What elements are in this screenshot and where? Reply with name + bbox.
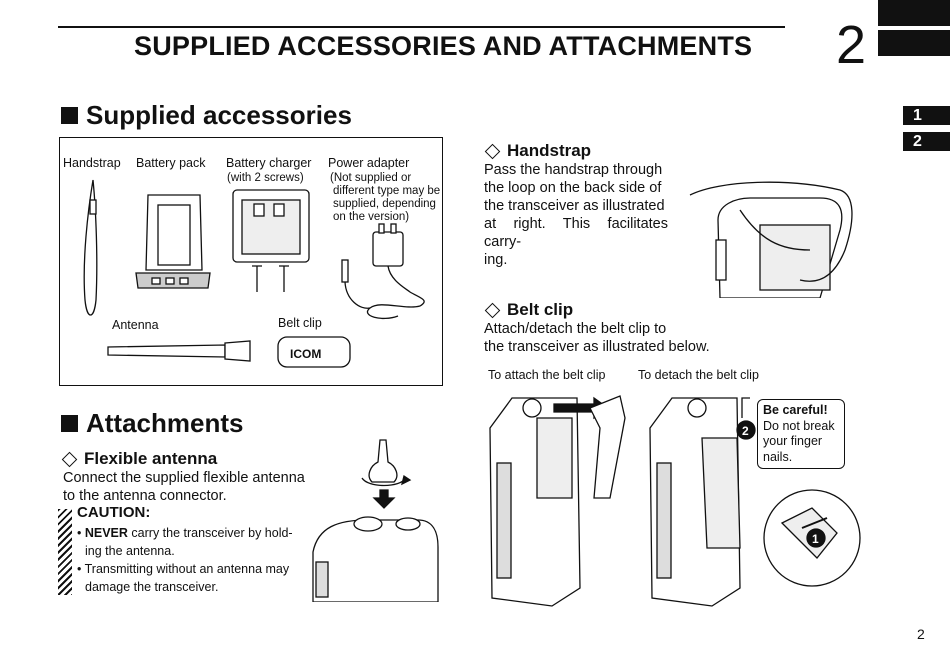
side-tab-2[interactable]: 2 — [903, 132, 950, 151]
chapter-title: SUPPLIED ACCESSORIES AND ATTACHMENTS — [134, 31, 753, 61]
adapter-note-1: (Not supplied or — [330, 172, 412, 184]
side-tab-1[interactable]: 1 — [903, 106, 950, 125]
step-2-marker — [736, 420, 756, 440]
label-power-adapter: Power adapter — [328, 156, 410, 170]
label-handstrap: Handstrap — [63, 156, 121, 170]
square-bullet-icon — [61, 415, 78, 432]
antenna-drawing — [107, 340, 251, 362]
page-number: 2 — [917, 626, 925, 642]
chapter-tab-bar — [878, 30, 950, 56]
svg-text:ICOM: ICOM — [290, 347, 321, 361]
label-belt-clip: Belt clip — [278, 316, 322, 330]
accessories-box — [59, 137, 443, 386]
step-1-marker — [806, 528, 826, 548]
handstrap-heading: Handstrap — [484, 141, 591, 161]
label-battery-charger: Battery charger — [226, 156, 312, 170]
be-careful-note: Be careful! Do not break your finger nai… — [757, 399, 845, 469]
chapter-tab-bar — [878, 0, 950, 26]
flexible-antenna-heading: Flexible antenna — [61, 449, 217, 469]
belt-clip-text: Attach/detach the belt clip to the trans… — [484, 321, 710, 355]
battery-pack-drawing — [135, 194, 211, 289]
flexible-antenna-illustration — [312, 439, 439, 602]
belt-clip-heading: Belt clip — [484, 300, 573, 320]
handstrap-illustration — [689, 181, 853, 298]
handstrap-drawing — [83, 179, 98, 316]
chapter-number: 2 — [836, 15, 867, 75]
adapter-note-4: on the version) — [333, 211, 410, 223]
attachments-heading: Attachments — [61, 408, 243, 439]
attach-label: To attach the belt clip — [488, 368, 606, 382]
label-battery-pack: Battery pack — [136, 156, 206, 170]
diamond-bullet-icon — [484, 143, 501, 159]
adapter-note-2: different type may be — [333, 185, 441, 197]
supplied-accessories-heading: Supplied accessories — [61, 100, 352, 131]
diamond-bullet-icon — [61, 451, 78, 467]
belt-clip-illustration: 1 2 — [489, 395, 861, 607]
header-rule — [58, 26, 785, 28]
caution-list: • NEVER carry the transceiver by hold- i… — [77, 526, 293, 594]
handstrap-text: Pass the handstrap through the loop on t… — [484, 162, 668, 268]
power-adapter-drawing — [341, 223, 425, 320]
accessories-illustration: ICOM — [83, 179, 425, 368]
caution-title: CAUTION: — [77, 504, 151, 521]
label-antenna: Antenna — [112, 318, 159, 332]
belt-clip-drawing: ICOM — [277, 336, 351, 368]
svg-text:1: 1 — [812, 532, 819, 546]
label-charger-note: (with 2 screws) — [227, 172, 304, 184]
adapter-note-3: supplied, depending — [333, 198, 436, 210]
square-bullet-icon — [61, 107, 78, 124]
svg-text:2: 2 — [742, 424, 749, 438]
flexible-antenna-text: Connect the supplied flexible antenna to… — [63, 470, 305, 504]
detach-label: To detach the belt clip — [638, 368, 759, 382]
caution-hatch — [58, 509, 72, 595]
diamond-bullet-icon — [484, 302, 501, 318]
charger-drawing — [232, 189, 310, 292]
